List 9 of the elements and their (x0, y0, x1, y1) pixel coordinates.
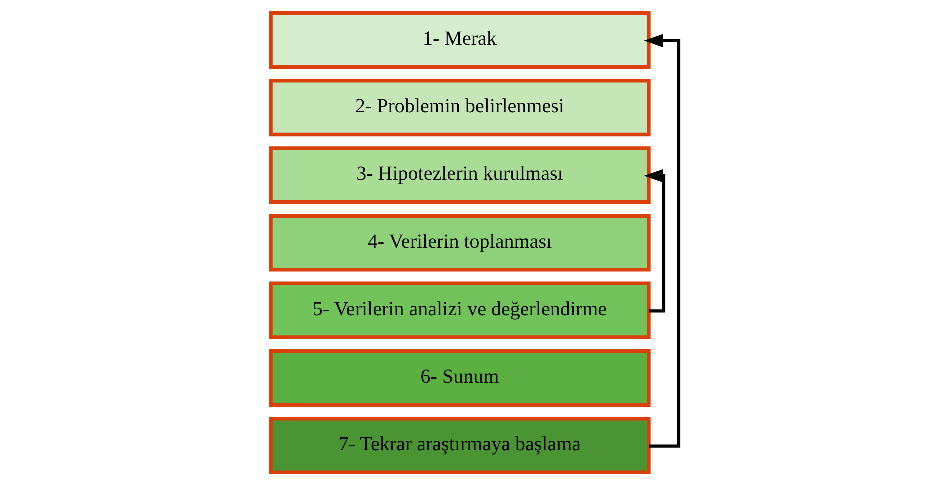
node-box: 4- Verilerin toplanması (269, 214, 651, 272)
node-box: 1- Merak (269, 11, 651, 70)
node-box: 2- Problemin belirlenmesi (269, 79, 651, 137)
node-box: 3- Hipotezlerin kurulması (269, 146, 651, 204)
node-box: 6- Sunum (269, 349, 651, 407)
arrow (644, 169, 666, 313)
arrow (644, 34, 681, 448)
node-box: 5- Verilerin analizi ve değerlendirme (269, 282, 651, 340)
node-box: 7- Tekrar araştırmaya başlama (269, 416, 651, 475)
